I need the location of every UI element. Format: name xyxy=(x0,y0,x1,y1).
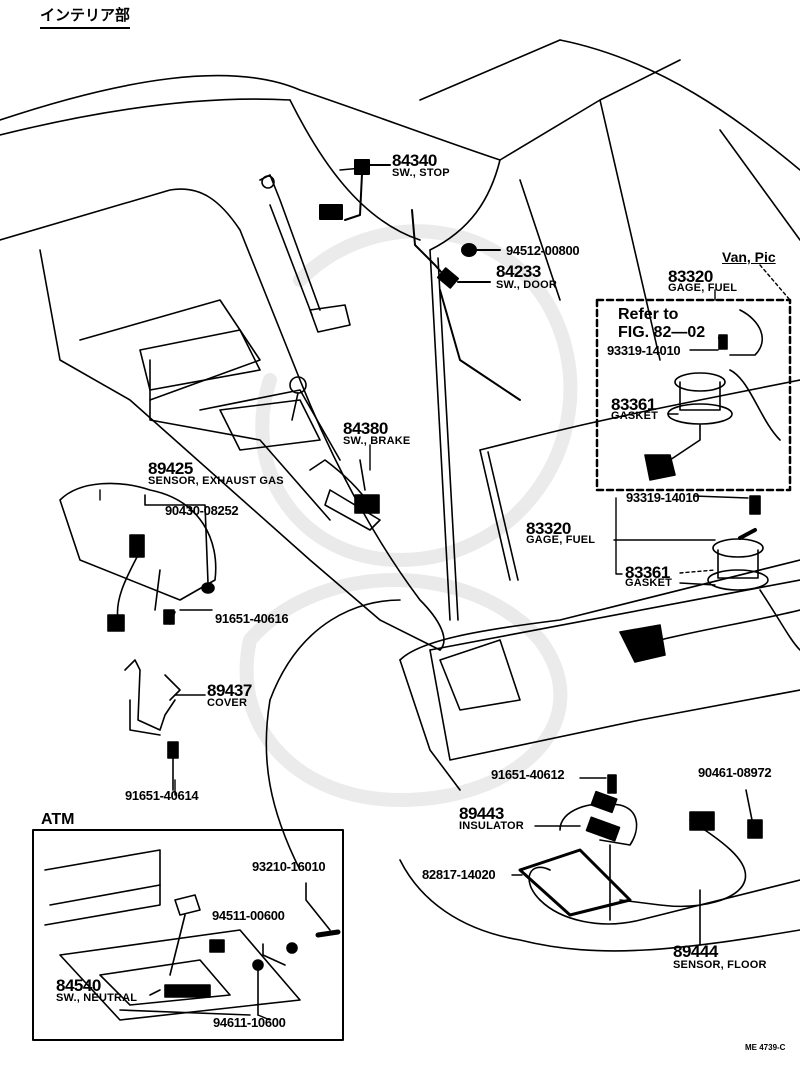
part-number-83320-vanpic[interactable]: 83320 xyxy=(668,267,713,286)
part-name-sw-neutral: SW., NEUTRAL xyxy=(56,992,138,1004)
part-number-90461-08972[interactable]: 90461-08972 xyxy=(698,765,772,780)
part-number-89444[interactable]: 89444 xyxy=(673,942,718,961)
part-number-84380[interactable]: 84380 xyxy=(343,419,388,438)
door-switch-part xyxy=(411,209,521,401)
part-number-93210-16010[interactable]: 93210-16010 xyxy=(252,859,326,874)
part-number-89425[interactable]: 89425 xyxy=(148,459,193,478)
part-name-gasket-vanpic: GASKET xyxy=(611,410,659,422)
part-number-91651-40616[interactable]: 91651-40616 xyxy=(215,611,289,626)
figure-reference-link[interactable]: FIG. 82—02 xyxy=(618,324,706,341)
part-name-gage-fuel-vanpic: GAGE, FUEL xyxy=(668,282,738,294)
variant-label-van-pic: Van, Pic xyxy=(722,249,776,265)
part-number-83361-vanpic[interactable]: 83361 xyxy=(611,395,656,414)
part-name-insulator: INSULATOR xyxy=(459,820,524,832)
part-number-91651-40614[interactable]: 91651-40614 xyxy=(125,788,199,803)
part-number-89443[interactable]: 89443 xyxy=(459,804,504,823)
stop-switch-part xyxy=(319,159,391,221)
parking-brake-lever xyxy=(309,459,381,531)
part-number-83320[interactable]: 83320 xyxy=(526,519,571,538)
brake-pedal xyxy=(259,174,351,333)
section-title: インテリア部 xyxy=(40,4,131,29)
part-name-cover: COVER xyxy=(207,697,248,709)
part-name-sensor-floor: SENSOR, FLOOR xyxy=(673,959,767,971)
part-name-gasket: GASKET xyxy=(625,577,673,589)
exhaust-sensor-part xyxy=(59,482,217,632)
part-number-90430-08252[interactable]: 90430-08252 xyxy=(165,503,239,518)
part-number-82817-14020[interactable]: 82817-14020 xyxy=(422,867,496,882)
part-number-93319-14010-vanpic[interactable]: 93319-14010 xyxy=(607,343,681,358)
part-number-89437[interactable]: 89437 xyxy=(207,681,252,700)
part-number-93319-14010[interactable]: 93319-14010 xyxy=(626,490,700,505)
part-name-gage-fuel: GAGE, FUEL xyxy=(526,534,596,546)
atm-label: ATM xyxy=(41,811,75,828)
floor-console-outline xyxy=(265,559,800,952)
cover-part xyxy=(124,659,206,791)
part-name-sw-brake: SW., BRAKE xyxy=(343,435,411,447)
interior-body-outline xyxy=(0,39,800,651)
part-name-sw-stop: SW., STOP xyxy=(392,167,450,179)
part-name-sw-door: SW., DOOR xyxy=(496,279,558,291)
watermark-emblem xyxy=(239,224,578,807)
part-number-84233[interactable]: 84233 xyxy=(496,262,541,281)
part-name-sensor-exhaust-gas: SENSOR, EXHAUST GAS xyxy=(148,475,284,487)
part-number-91651-40612[interactable]: 91651-40612 xyxy=(491,767,565,782)
drawing-code: ME 4739-C xyxy=(745,1043,786,1052)
fuel-gage-part xyxy=(619,495,800,663)
figure-reference-line1: Refer to xyxy=(618,306,679,323)
shift-lever xyxy=(219,376,321,451)
part-number-94511-00600[interactable]: 94511-00600 xyxy=(212,908,285,923)
part-number-94512-00800[interactable]: 94512-00800 xyxy=(506,243,580,258)
part-number-83361[interactable]: 83361 xyxy=(625,563,670,582)
leader-lines xyxy=(99,167,791,1021)
part-number-84540[interactable]: 84540 xyxy=(56,976,101,995)
floor-sensor-part xyxy=(518,774,763,946)
part-number-84340[interactable]: 84340 xyxy=(392,151,437,170)
part-number-94611-10600[interactable]: 94611-10600 xyxy=(213,1015,286,1030)
atm-inset-frame xyxy=(32,829,344,1041)
